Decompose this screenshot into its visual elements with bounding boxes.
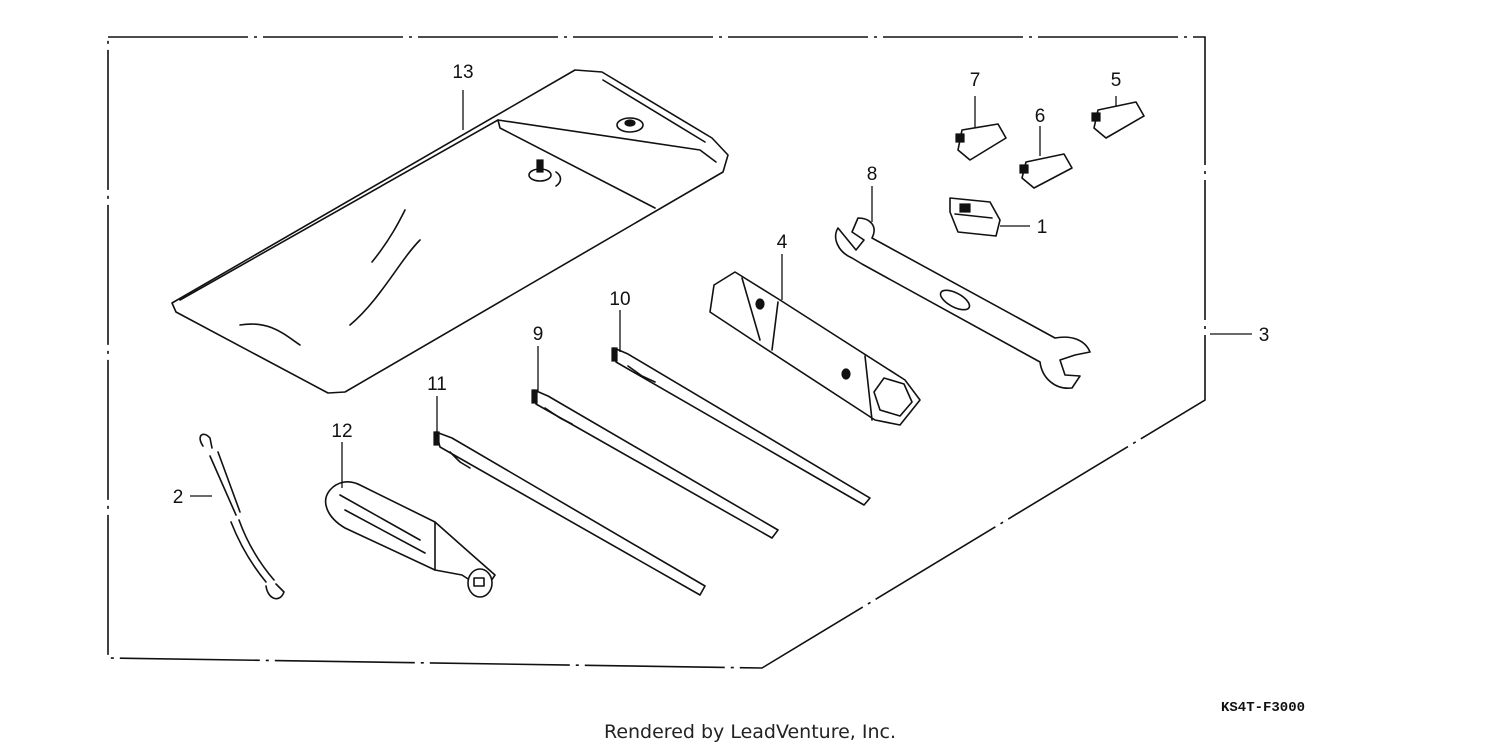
render-credit: Rendered by LeadVenture, Inc. (604, 721, 896, 743)
screwdriver-10 (611, 347, 871, 506)
spark-plug-wrench (709, 271, 921, 426)
callout-2: 2 (173, 487, 184, 508)
open-end-wrench (834, 217, 1091, 389)
callout-4: 4 (777, 232, 788, 253)
callout-12: 12 (331, 421, 352, 442)
callout-6: 6 (1035, 106, 1046, 127)
callout-1: 1 (1037, 217, 1048, 238)
screwdriver-9 (531, 389, 779, 539)
callout-10: 10 (609, 289, 630, 310)
callout-9: 9 (533, 324, 544, 345)
tool-strap (199, 433, 285, 600)
fuse-6 (1019, 153, 1073, 189)
screwdriver-handle (324, 481, 496, 598)
callout-13: 13 (452, 62, 473, 83)
fuse-puller (949, 197, 1001, 237)
callout-11: 11 (427, 374, 447, 395)
fuse-7 (955, 123, 1007, 161)
callout-8: 8 (867, 164, 878, 185)
tool-bag (171, 69, 729, 394)
fuse-5 (1091, 101, 1145, 139)
assembly-frame (107, 36, 1206, 669)
callout-5: 5 (1111, 70, 1122, 91)
drawing-code: KS4T-F3000 (1221, 700, 1305, 716)
callout-3: 3 (1259, 325, 1270, 346)
callout-7: 7 (970, 70, 981, 91)
